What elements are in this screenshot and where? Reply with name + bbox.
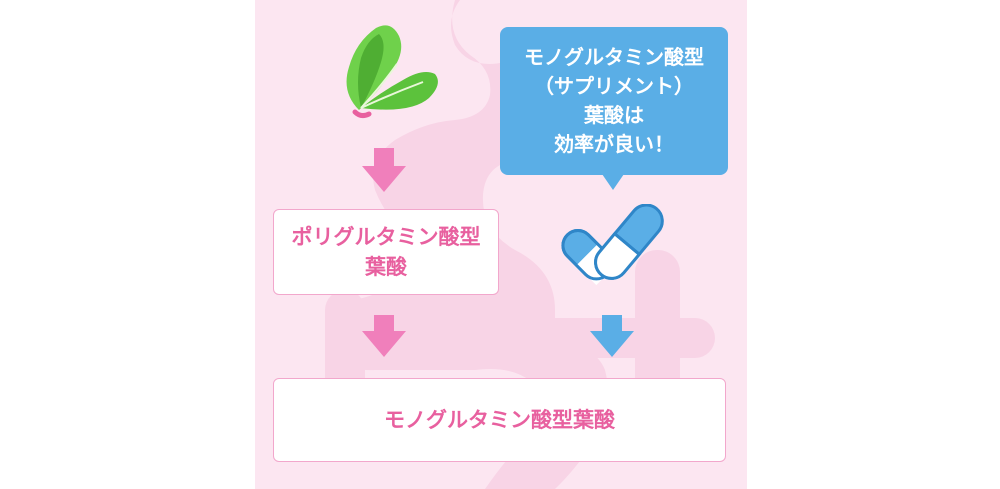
polyglutamate-folate-box: ポリグルタミン酸型 葉酸 [273,209,499,295]
supplement-speech-bubble: モノグルタミン酸型 （サプリメント） 葉酸は 効率が良い！ [500,27,728,175]
down-arrow-icon [362,315,406,357]
capsules-icon [561,204,664,286]
bubble-line: 葉酸は [584,103,644,127]
box-label: モノグルタミン酸型葉酸 [384,408,615,432]
bubble-line: モノグルタミン酸型 [524,45,704,69]
leafy-greens-icon [346,25,438,119]
diagram-panel: ポリグルタミン酸型 葉酸 モノグルタミン酸型 （サプリメント） 葉酸は 効率が良… [255,0,747,489]
box-line: 葉酸 [365,255,407,279]
bubble-line: 効率が良い！ [554,132,674,156]
bubble-tail [602,174,624,190]
down-arrow-icon [590,315,634,357]
monoglutamate-folate-box: モノグルタミン酸型葉酸 [273,378,726,462]
box-line: ポリグルタミン酸型 [291,225,481,249]
down-arrow-icon [362,148,406,192]
bubble-line: （サプリメント） [534,74,694,98]
